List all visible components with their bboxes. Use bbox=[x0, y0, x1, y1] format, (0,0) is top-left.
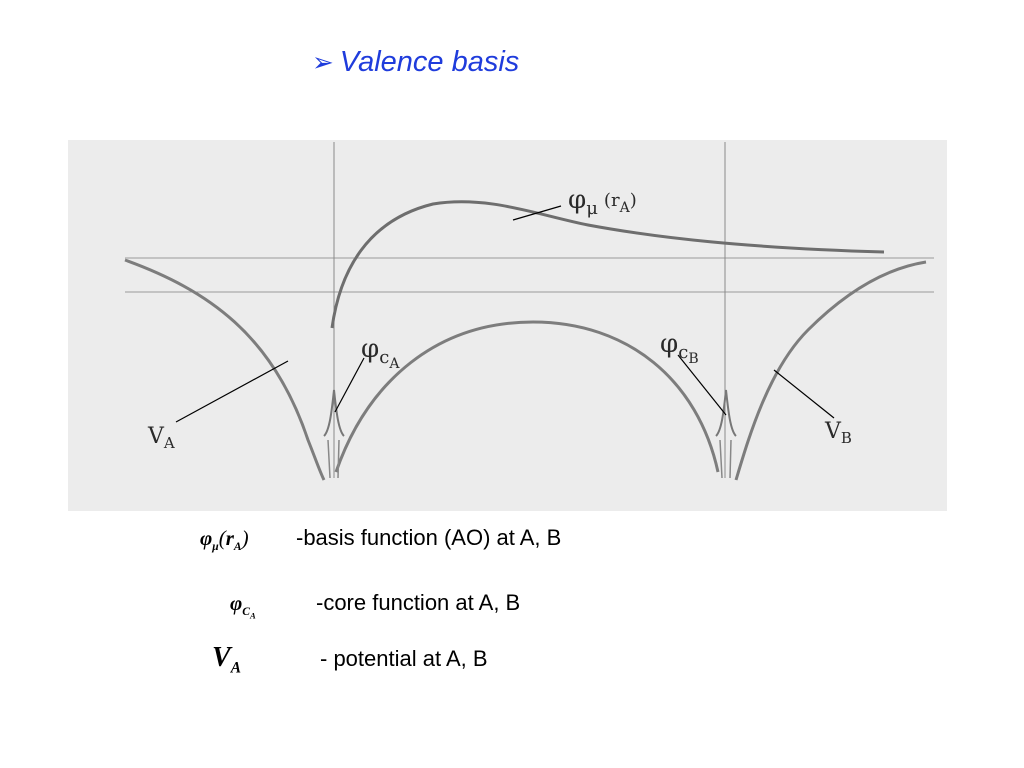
label-phi-ca: φcA bbox=[361, 334, 400, 372]
potential-diagram: φμ(rA) φcA φcB VA VB bbox=[68, 140, 947, 511]
diagram-svg: φμ(rA) φcA φcB VA VB bbox=[124, 142, 934, 481]
potential-curve-va bbox=[124, 258, 326, 481]
pointer-phi-mu bbox=[512, 205, 562, 221]
legend-text-potential: - potential at A, B bbox=[320, 646, 488, 671]
potential-curve-middle bbox=[334, 320, 720, 473]
potential-curve-vb bbox=[734, 260, 927, 481]
pointer-phi-cb bbox=[677, 354, 727, 416]
legend-symbol-basis: φμ(rA) bbox=[200, 526, 249, 554]
label-phi-cb: φcB bbox=[660, 329, 699, 367]
legend-row-potential: VA - potential at A, B bbox=[212, 642, 488, 678]
label-vb: VB bbox=[824, 419, 852, 447]
legend-symbol-core: φCA bbox=[230, 591, 256, 621]
slide-title-text: Valence basis bbox=[339, 46, 520, 78]
pointer-vb bbox=[773, 369, 835, 419]
legend-row-basis: φμ(rA) -basis function (AO) at A, B bbox=[200, 525, 561, 553]
label-phi-mu: φμ(rA) bbox=[568, 185, 637, 219]
arrow-right-icon: ➢ bbox=[312, 47, 334, 77]
legend-row-core: φCA -core function at A, B bbox=[230, 590, 520, 620]
legend-symbol-potential: VA bbox=[212, 642, 241, 677]
pointer-va bbox=[175, 360, 289, 423]
basis-function-curve bbox=[330, 200, 885, 329]
label-va: VA bbox=[147, 424, 175, 452]
legend-text-core: -core function at A, B bbox=[316, 590, 521, 615]
pointer-phi-ca bbox=[334, 357, 365, 413]
core-function-a bbox=[323, 389, 345, 437]
legend-text-basis: -basis function (AO) at A, B bbox=[296, 525, 562, 550]
slide-title: ➢ Valence basis bbox=[312, 46, 519, 79]
core-function-b bbox=[715, 389, 737, 437]
